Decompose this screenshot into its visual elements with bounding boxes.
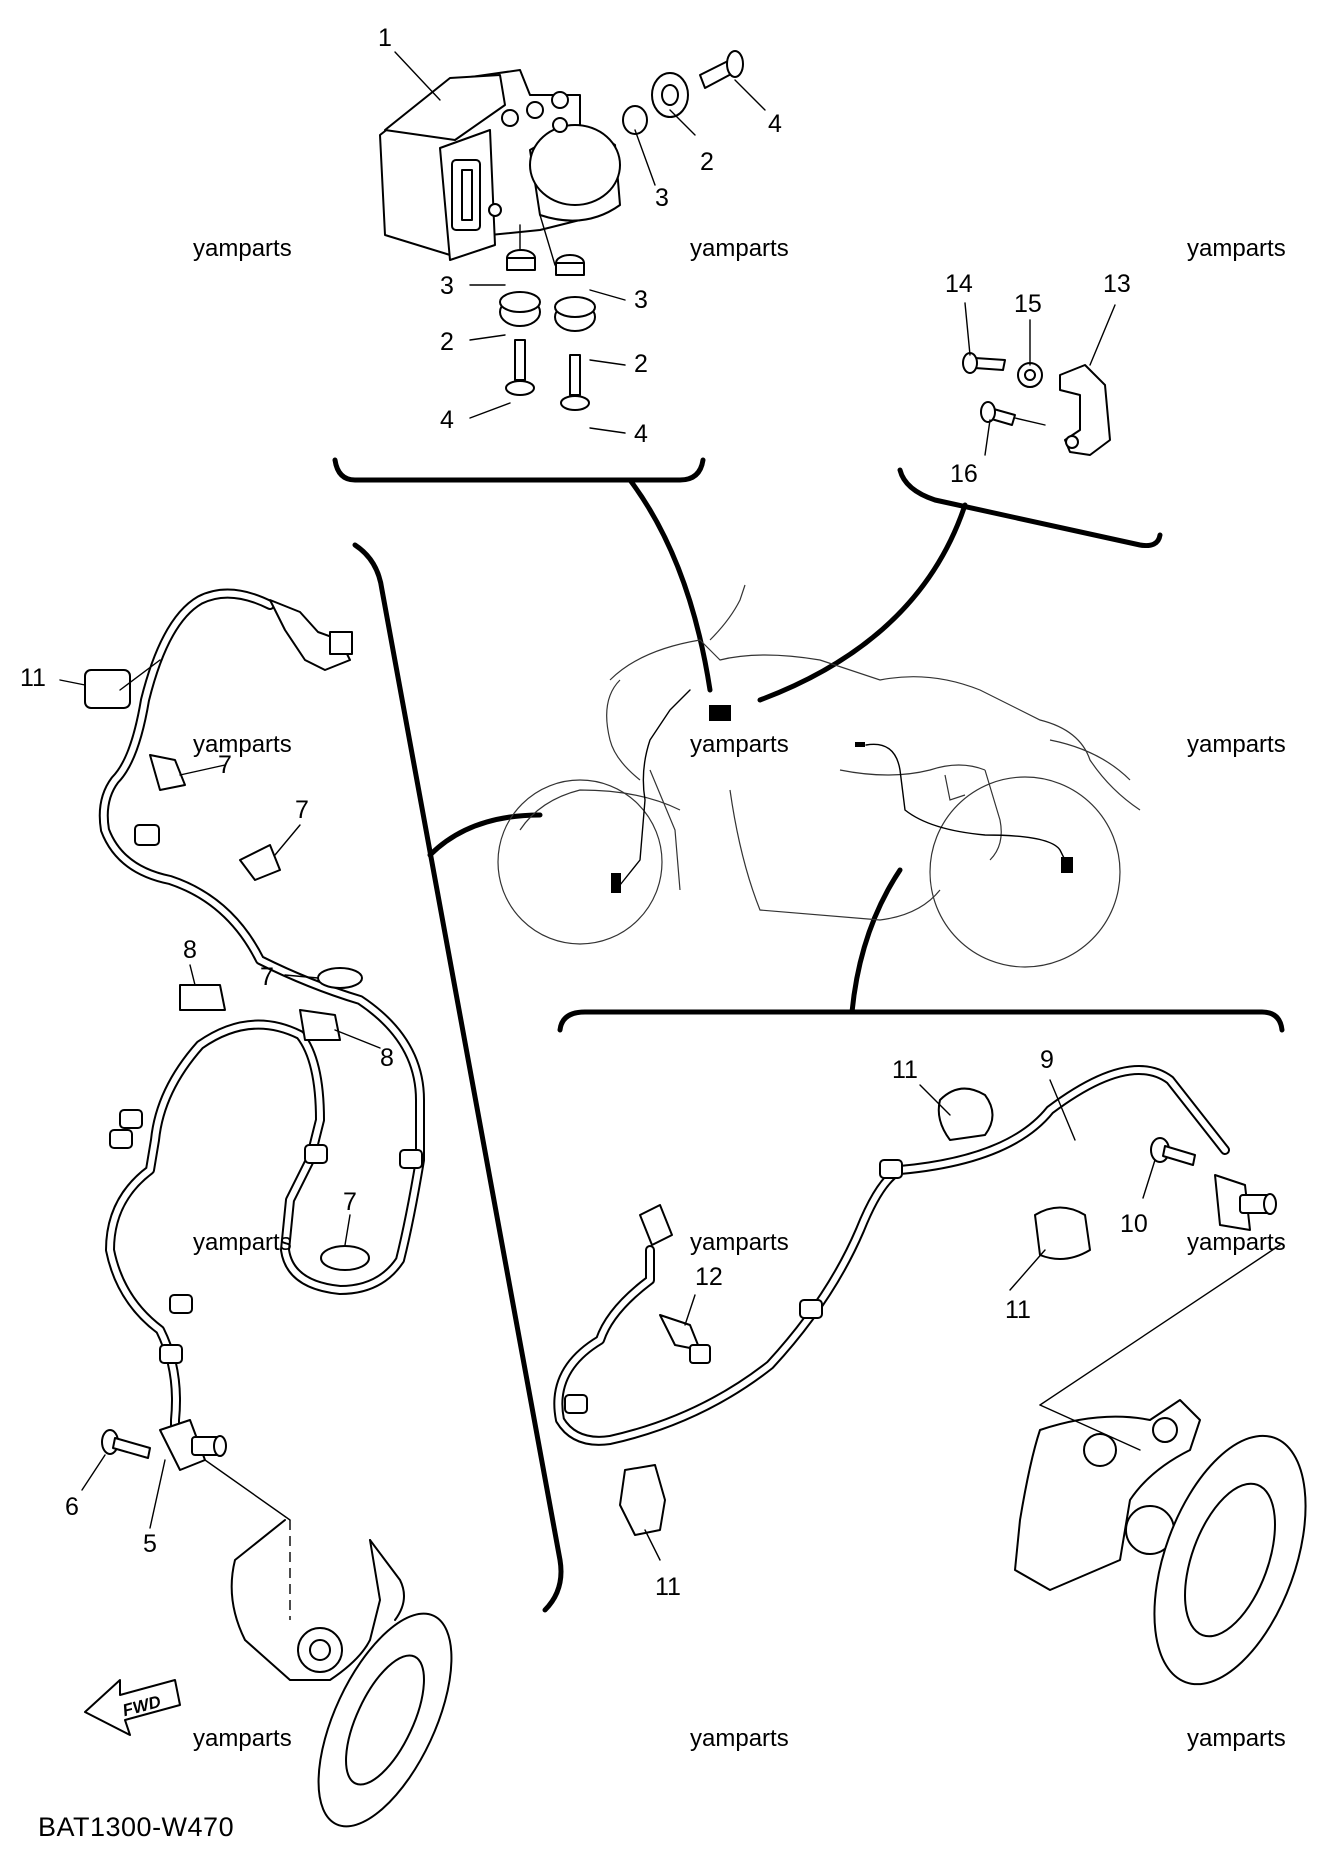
group-brackets bbox=[332, 457, 1285, 1613]
callout-2: 2 bbox=[700, 148, 714, 176]
callout-leaders bbox=[59, 51, 1156, 1561]
watermark: yamparts bbox=[690, 1229, 789, 1256]
callout-11: 11 bbox=[20, 664, 46, 692]
bolt-icon bbox=[1150, 1137, 1196, 1166]
front-wheel-sensor-lead bbox=[98, 588, 425, 1435]
motorcycle-silhouette-icon bbox=[497, 584, 1141, 968]
watermark: yamparts bbox=[690, 1725, 789, 1752]
fwd-arrow-icon bbox=[84, 1679, 181, 1736]
collar-icon bbox=[506, 249, 585, 276]
callout-16: 16 bbox=[950, 460, 978, 488]
callout-7: 7 bbox=[218, 751, 232, 779]
callout-4: 4 bbox=[634, 420, 648, 448]
group-leaders bbox=[427, 477, 968, 1015]
sensor-rotor-icon bbox=[1014, 1399, 1307, 1686]
callouts: 1 4 2 3 3 3 2 2 4 4 14 15 13 16 11 7 7 8… bbox=[20, 24, 1148, 1601]
callout-14: 14 bbox=[945, 270, 973, 298]
watermark: yamparts bbox=[1187, 1229, 1286, 1256]
callout-7: 7 bbox=[260, 963, 274, 991]
callout-2: 2 bbox=[440, 328, 454, 356]
watermark: yamparts bbox=[1187, 1725, 1286, 1752]
callout-12: 12 bbox=[695, 1263, 723, 1291]
callout-1: 1 bbox=[378, 24, 392, 52]
callout-4: 4 bbox=[768, 110, 782, 138]
bolt-icon bbox=[505, 50, 744, 411]
bracket-icon bbox=[962, 352, 1111, 456]
watermark: yamparts bbox=[193, 235, 292, 262]
clamp-icon bbox=[84, 659, 370, 1271]
diagram-code: BAT1300-W470 bbox=[38, 1812, 234, 1842]
bolt-icon bbox=[659, 1314, 711, 1364]
callout-7: 7 bbox=[343, 1188, 357, 1216]
watermark: yamparts bbox=[690, 235, 789, 262]
watermarks: yamparts yamparts yamparts yamparts yamp… bbox=[193, 235, 1286, 1752]
callout-11: 11 bbox=[1005, 1296, 1031, 1324]
grommet-icon bbox=[499, 72, 689, 332]
callout-3: 3 bbox=[655, 184, 669, 212]
sensor-rotor-icon bbox=[230, 1519, 453, 1828]
callout-13: 13 bbox=[1103, 270, 1131, 298]
callout-9: 9 bbox=[1040, 1046, 1054, 1074]
callout-4: 4 bbox=[440, 406, 454, 434]
watermark: yamparts bbox=[1187, 731, 1286, 758]
callout-8: 8 bbox=[380, 1044, 394, 1072]
clamp-icon bbox=[619, 1087, 1091, 1536]
callout-10: 10 bbox=[1120, 1210, 1148, 1238]
callout-15: 15 bbox=[1014, 290, 1042, 318]
callout-11: 11 bbox=[892, 1056, 918, 1084]
callout-3: 3 bbox=[634, 286, 648, 314]
hydraulic-unit-icon bbox=[379, 69, 621, 266]
rear-wheel-sensor-lead bbox=[553, 1065, 1230, 1446]
watermark: yamparts bbox=[193, 1725, 292, 1752]
wheel-sensor-icon bbox=[1039, 1174, 1281, 1406]
callout-2: 2 bbox=[634, 350, 648, 378]
callout-8: 8 bbox=[183, 936, 197, 964]
watermark: yamparts bbox=[193, 731, 292, 758]
bolt-icon bbox=[101, 1429, 151, 1459]
callout-3: 3 bbox=[440, 272, 454, 300]
callout-5: 5 bbox=[143, 1530, 157, 1558]
callout-6: 6 bbox=[65, 1493, 79, 1521]
watermark: yamparts bbox=[193, 1229, 292, 1256]
callout-11: 11 bbox=[655, 1573, 681, 1601]
watermark: yamparts bbox=[1187, 235, 1286, 262]
callout-7: 7 bbox=[295, 796, 309, 824]
watermark: yamparts bbox=[690, 731, 789, 758]
wheel-sensor-icon bbox=[159, 1419, 291, 1521]
